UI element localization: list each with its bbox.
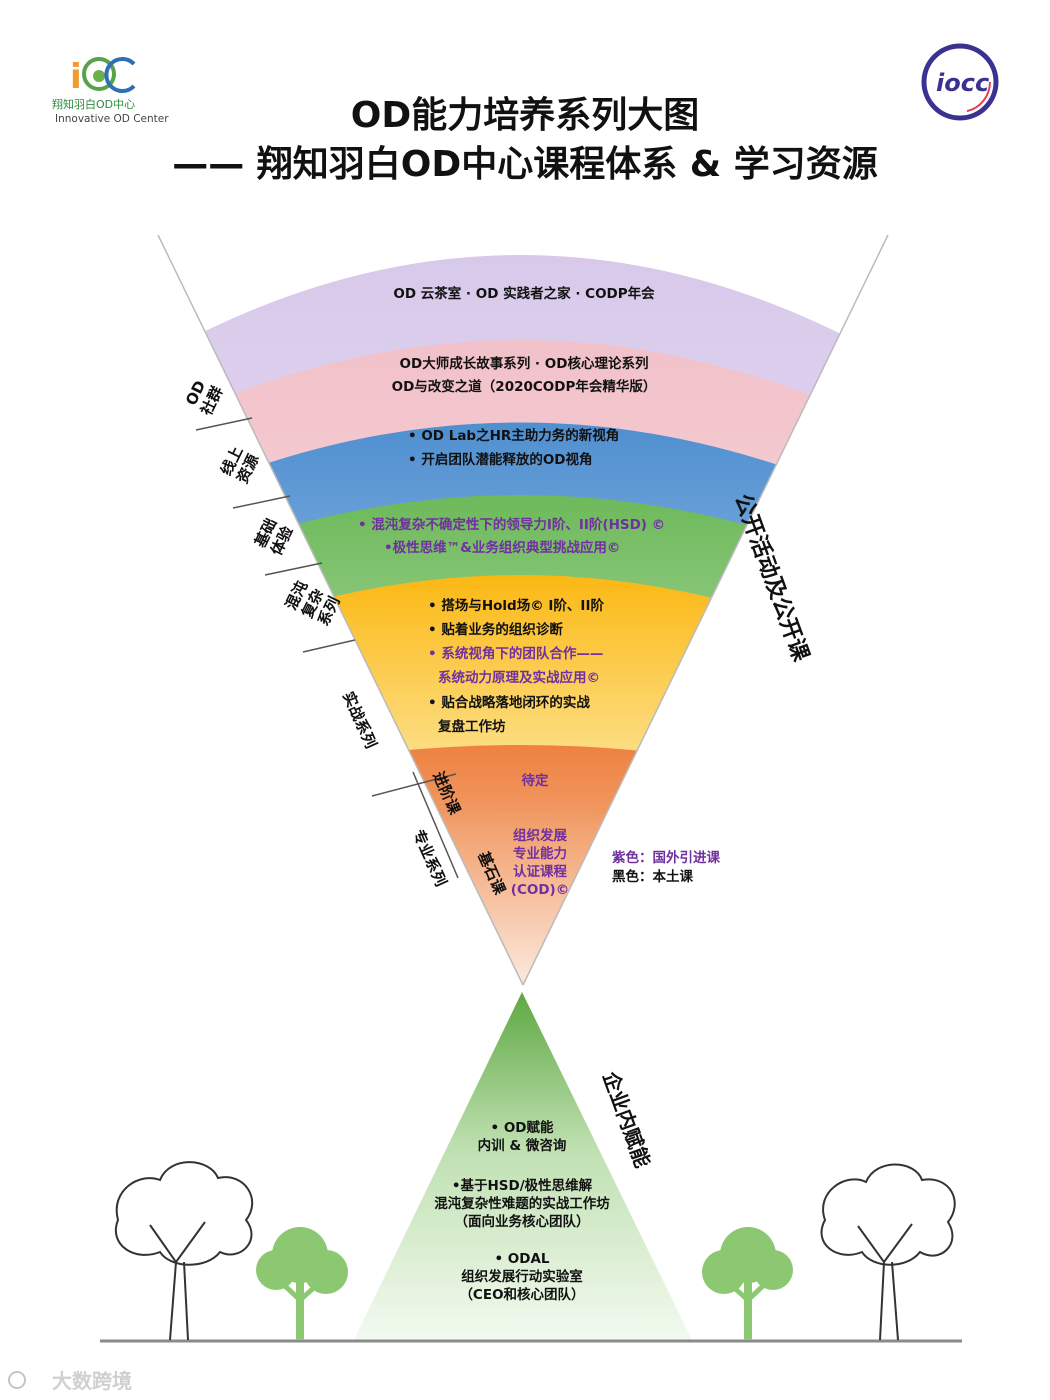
- pyramid-item-3-line-2: 组织发展行动实验室: [461, 1268, 583, 1285]
- band-practice-text-6: 复盘工作坊: [437, 718, 506, 735]
- side-label-online: 线上 资源: [217, 443, 263, 486]
- tree-outline-right-icon: [820, 1163, 956, 1341]
- pyramid-item-1-line-2: 内训 & 微咨询: [478, 1137, 567, 1154]
- pyramid-item-1-line-1: • OD赋能: [490, 1119, 554, 1136]
- pyramid-item-3-line-3: （CEO和核心团队）: [459, 1286, 584, 1303]
- band-practice-text-5: • 贴合战略落地闭环的实战: [428, 694, 590, 711]
- watermark: 大数跨境: [8, 1369, 132, 1393]
- band-practice-text-4: 系统动力原理及实战应用©: [438, 669, 600, 686]
- side-label-basic: 基础 体验: [251, 515, 297, 558]
- band-practice-text-3: • 系统视角下的团队合作——: [428, 645, 603, 662]
- pyramid-item-3-line-1: • ODAL: [494, 1251, 549, 1267]
- band-advanced-text: 待定: [522, 772, 550, 789]
- logo-left-cn: 翔知羽白OD中心: [52, 97, 135, 111]
- legend-purple: 紫色：国外引进课: [612, 849, 720, 866]
- band-basic-text-2: • 开启团队潜能释放的OD视角: [408, 451, 593, 468]
- page-subtitle: —— 翔知羽白OD中心课程体系 & 学习资源: [172, 143, 877, 185]
- band-foundation-text-3: 认证课程: [513, 863, 567, 880]
- band-practice-text-2: • 贴着业务的组织诊断: [428, 621, 563, 638]
- pyramid-label: 企业内赋能: [598, 1068, 655, 1171]
- band-foundation-text-1: 组织发展: [513, 827, 567, 844]
- right-logo-ring-icon: [921, 43, 999, 121]
- watermark-text: 大数跨境: [52, 1369, 132, 1393]
- side-label-practice: 实战系列: [339, 689, 380, 751]
- cone-right-edge: [522, 234, 889, 986]
- cone-left-edge: [157, 234, 524, 986]
- band-community-text: OD 云茶室 · OD 实践者之家 · CODP年会: [393, 285, 655, 302]
- right-logo: iocc: [921, 43, 999, 121]
- side-label-community: OD 社群: [182, 378, 226, 419]
- band-practice-text-1: • 搭场与Hold场© I阶、II阶: [428, 597, 604, 614]
- page-title: OD能力培养系列大图: [351, 94, 700, 136]
- tree-green-right-icon: [702, 1227, 793, 1340]
- logo-i-icon: i: [70, 57, 82, 97]
- band-online-text-2: OD与改变之道（2020CODP年会精华版）: [392, 378, 657, 395]
- band-foundation-text-2: 专业能力: [513, 845, 567, 862]
- logo-o-icon: [82, 57, 116, 91]
- band-basic-text-1: • OD Lab之HR主助力务的新视角: [408, 427, 619, 444]
- band-online-text-1: OD大师成长故事系列 · OD核心理论系列: [400, 355, 649, 372]
- right-logo-mark: iocc: [936, 69, 989, 97]
- side-label-professional: 专业系列: [409, 827, 450, 889]
- left-logo: i 翔知羽白OD中心 Innovative OD Center: [52, 57, 169, 125]
- logo-left-en: Innovative OD Center: [55, 113, 169, 125]
- band-foundation-text-4: (COD)©: [511, 882, 569, 898]
- legend-black: 黑色：本土课: [612, 868, 693, 885]
- pyramid: [354, 992, 692, 1340]
- right-label-public: 公开活动及公开课: [729, 491, 813, 666]
- tree-green-left-icon: [256, 1227, 348, 1340]
- tree-outline-left-icon: [115, 1161, 254, 1341]
- logo-c-icon: [104, 57, 136, 93]
- pyramid-item-2-line-2: 混沌复杂性难题的实战工作坊: [434, 1195, 610, 1212]
- band-chaos-text-2: •极性思维™&业务组织典型挑战应用©: [384, 539, 620, 556]
- band-chaos-text-1: • 混沌复杂不确定性下的领导力I阶、II阶(HSD) ©: [358, 516, 665, 533]
- left-dividers: [195, 417, 459, 879]
- pyramid-item-2-line-3: （面向业务核心团队）: [455, 1213, 590, 1230]
- watermark-logo-icon: [8, 1371, 26, 1389]
- pyramid-item-2-line-1: •基于HSD/极性思维解: [452, 1177, 593, 1194]
- right-logo-accent-icon: [929, 51, 991, 113]
- logo-tree-icon: [93, 70, 105, 82]
